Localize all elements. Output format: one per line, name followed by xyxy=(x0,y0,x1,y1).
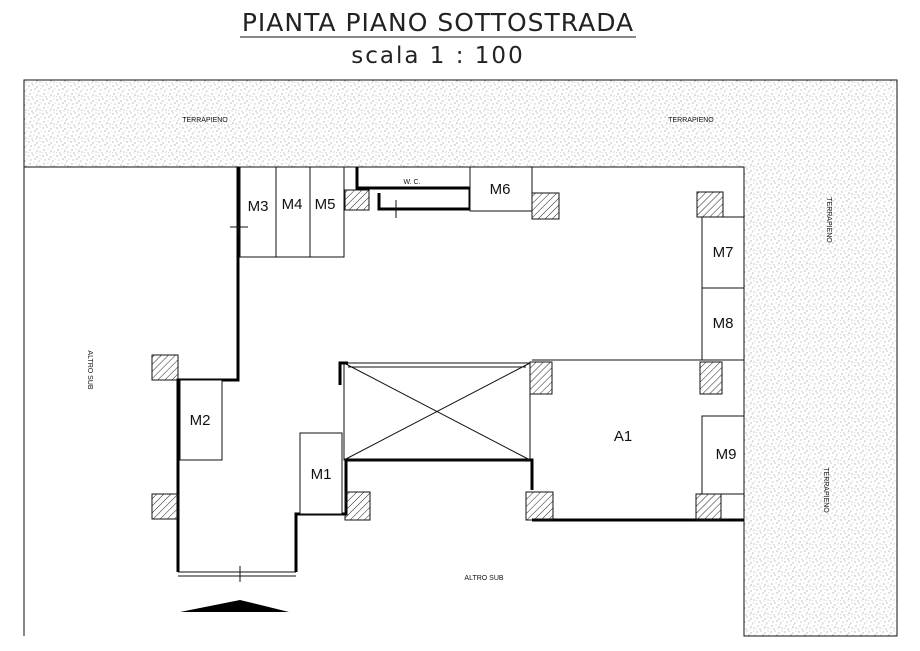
altro-sub-label-left: ALTRO SUB xyxy=(86,350,93,389)
stair-void-diagonal-2 xyxy=(343,362,531,461)
room-label-m6: M6 xyxy=(490,181,511,198)
wall-center-bottom xyxy=(294,458,534,572)
wc-wall xyxy=(355,167,472,211)
stair-void xyxy=(343,362,531,461)
stair-void-corner xyxy=(338,361,348,385)
room-m9 xyxy=(701,415,745,495)
pillar xyxy=(695,493,722,521)
wall-left-upper xyxy=(176,167,240,572)
terrapieno-label-4: TERRAPIENO xyxy=(822,467,829,513)
room-label-a1: A1 xyxy=(614,428,632,445)
terrapieno-label-1: TERRAPIENO xyxy=(182,117,228,124)
room-m6 xyxy=(469,166,533,212)
entrance-arrow xyxy=(180,600,289,612)
altro-sub-label-bottom: ALTRO SUB xyxy=(464,575,503,582)
room-label-m8: M8 xyxy=(713,315,734,332)
pillar xyxy=(699,361,723,395)
pillar xyxy=(531,192,560,220)
room-m1 xyxy=(299,432,343,515)
pillar xyxy=(529,361,553,395)
terrapieno-label-3: TERRAPIENO xyxy=(825,197,832,243)
room-m2 xyxy=(179,379,223,461)
pillar xyxy=(151,354,179,381)
pillar xyxy=(696,191,724,218)
terrapieno-label-2: TERRAPIENO xyxy=(668,117,714,124)
plan-title: PIANTA PIANO SOTTOSTRADA xyxy=(242,8,634,37)
pillar xyxy=(344,491,371,521)
room-m7 xyxy=(701,216,745,289)
room-m3 xyxy=(239,166,277,258)
room-label-m7: M7 xyxy=(713,244,734,261)
room-label-m3: M3 xyxy=(248,198,269,215)
room-label-m9: M9 xyxy=(716,446,737,463)
pillar xyxy=(151,493,179,520)
pillar xyxy=(525,491,554,521)
room-label-m2: M2 xyxy=(190,412,211,429)
wc-label: W. C. xyxy=(403,179,420,186)
room-m8 xyxy=(701,287,745,361)
pillar xyxy=(344,189,370,211)
room-label-m5: M5 xyxy=(315,196,336,213)
room-m5 xyxy=(309,166,345,258)
room-label-m4: M4 xyxy=(282,196,303,213)
room-label-m1: M1 xyxy=(311,466,332,483)
plan-scale: scala 1 : 100 xyxy=(351,43,524,69)
